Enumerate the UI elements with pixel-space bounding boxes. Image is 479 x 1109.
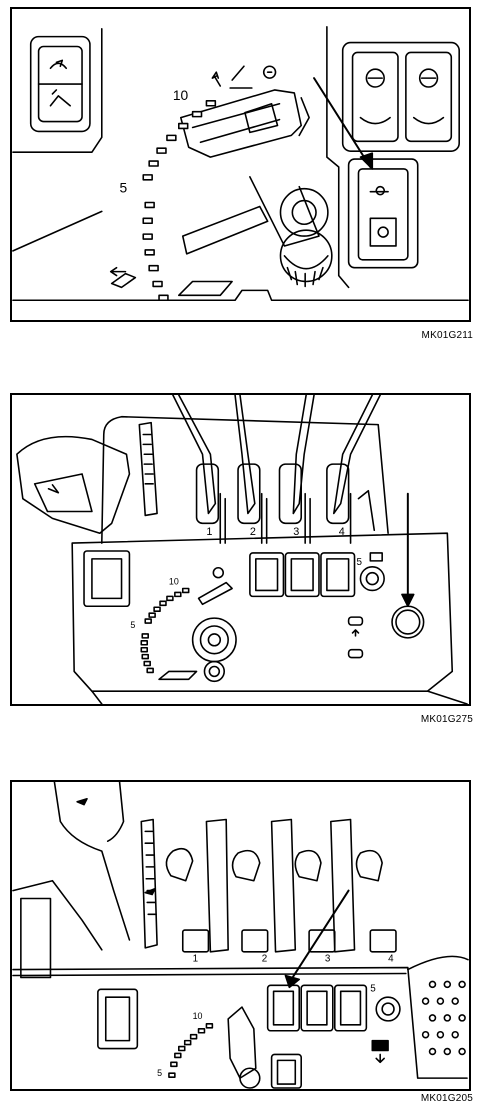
throttle-scale (169, 1024, 212, 1077)
hitch-icon (372, 1041, 388, 1063)
console-edge (13, 968, 467, 1079)
left-rocker-switch (31, 37, 90, 132)
speed-label-mid: 5 (157, 1068, 162, 1078)
console-switch-left (98, 989, 137, 1048)
figure-3-caption: MK01G205 (421, 1093, 473, 1104)
pto-switch (349, 159, 418, 268)
console-switch-left (84, 551, 129, 606)
side-slider (141, 820, 157, 948)
hare-icon (212, 66, 251, 88)
figure-1-panel: 10 5 (10, 7, 471, 322)
figure-2-illustration: 1 2 3 4 5 (12, 395, 469, 704)
hydraulic-lever-2 (235, 395, 267, 543)
pointer-arrow (402, 494, 414, 607)
joystick-post (54, 782, 129, 940)
lever-number-3: 3 (293, 526, 299, 538)
console-edge (13, 290, 468, 300)
speed-label-mid: 5 (130, 620, 135, 630)
lever-number-2: 2 (262, 954, 267, 965)
hydraulic-lever-2 (233, 851, 268, 952)
throttle-scale (143, 101, 215, 300)
hydraulic-lever-4 (331, 820, 396, 952)
figure-3-illustration: 1 2 3 4 (12, 782, 469, 1089)
hydraulic-lever-4 (327, 395, 380, 543)
hydraulic-lever-3 (279, 395, 314, 543)
dial-number: 5 (356, 557, 362, 568)
hydraulic-lever-1 (173, 395, 225, 543)
figure-1-caption: MK01G211 (422, 330, 473, 341)
throttle-lever (181, 90, 332, 286)
figure-2-caption: MK01G275 (421, 714, 473, 725)
figure-3-panel: 1 2 3 4 (10, 780, 471, 1091)
console-edge (13, 211, 102, 250)
figure-2-panel: 1 2 3 4 5 (10, 393, 471, 706)
hitch-dial (376, 997, 400, 1021)
lever-number-3: 3 (325, 954, 331, 965)
lever-number-2: 2 (250, 526, 256, 538)
pto-button[interactable] (392, 606, 424, 638)
throttle-slot (159, 671, 197, 679)
small-icons (349, 617, 363, 657)
speed-label-high: 10 (173, 87, 189, 103)
lever-slot (179, 281, 232, 295)
lever-number-4: 4 (388, 954, 394, 965)
hydraulic-lever-1 (166, 820, 228, 952)
speed-label-mid: 5 (120, 180, 128, 196)
pto-switch[interactable] (272, 1054, 302, 1088)
figure-1-illustration: 10 5 (12, 9, 469, 320)
lever-number-1: 1 (193, 954, 198, 965)
throttle-scale (141, 588, 188, 672)
lever-number-1: 1 (206, 526, 212, 538)
joystick-base (193, 618, 236, 681)
floor-mat (423, 981, 465, 1054)
hitch-dial (360, 553, 384, 591)
right-top-switches (343, 43, 460, 152)
joystick-handle (17, 437, 130, 534)
lock-icon (264, 66, 276, 78)
hydraulic-lever-3 (272, 820, 335, 952)
side-box (13, 881, 102, 978)
speed-label-high: 10 (193, 1011, 203, 1021)
lever-number-4: 4 (339, 526, 345, 538)
throttle-lever (228, 1007, 260, 1088)
throttle-lever (199, 568, 233, 605)
tortoise-icon (111, 268, 136, 288)
console-switch-row (268, 985, 367, 1030)
console-switch-row (250, 553, 355, 596)
speed-label-high: 10 (169, 577, 179, 587)
side-slider (139, 423, 157, 516)
dial-number: 5 (370, 983, 376, 994)
